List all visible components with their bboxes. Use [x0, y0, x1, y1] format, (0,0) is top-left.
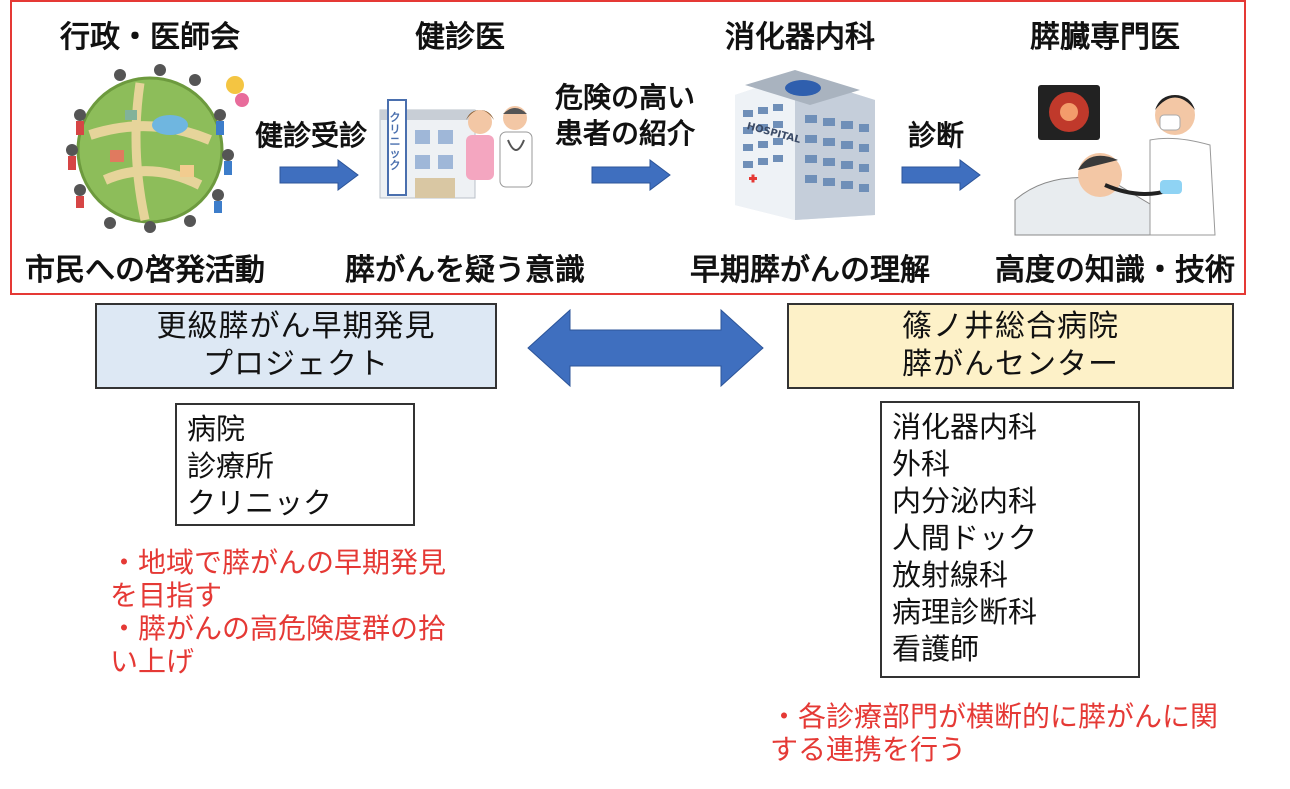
list-item: 内分泌内科 [892, 484, 1038, 518]
list-item: 病理診断科 [892, 595, 1038, 629]
note-line: する連携を行う [770, 733, 967, 766]
center-collaboration-note: ・各診療部門が横断的に膵がんに関 する連携を行う [770, 700, 1280, 766]
arrow-label-diagnosis: 診断 [908, 119, 965, 152]
arrow-label-checkup: 健診受診 [255, 119, 368, 152]
column-title-gastroenterology: 消化器内科 [725, 20, 875, 55]
project-box: 更級膵がん早期発見 プロジェクト [95, 303, 497, 389]
list-item: クリニック [187, 486, 333, 520]
collaboration-flow-panel [10, 0, 1246, 295]
column-title-checkup-doctor: 健診医 [415, 20, 505, 55]
project-goals-note: ・地域で膵がんの早期発見 を目指す ・膵がんの高危険度群の拾 い上げ [110, 546, 510, 678]
caption-early-understanding: 早期膵がんの理解 [690, 253, 930, 288]
double-arrow-icon [527, 308, 764, 388]
project-title-line2: プロジェクト [203, 347, 389, 382]
list-item: 消化器内科 [892, 410, 1038, 444]
arrow-label-referral-line2: 患者の紹介 [555, 117, 696, 150]
pancreas-center-box: 篠ノ井総合病院 膵がんセンター [787, 303, 1234, 389]
list-item: 人間ドック [892, 521, 1038, 555]
center-departments-list: 消化器内科 外科 内分泌内科 人間ドック 放射線科 病理診断科 看護師 [880, 401, 1140, 678]
caption-advanced-skills: 高度の知識・技術 [995, 253, 1235, 288]
center-title-line1: 篠ノ井総合病院 [902, 309, 1119, 344]
right-arrow-icon [901, 159, 981, 191]
note-line: を目指す [110, 579, 223, 612]
arrow-label-referral-line1: 危険の高い [555, 81, 696, 114]
right-arrow-icon [591, 159, 671, 191]
note-line: ・膵がんの高危険度群の拾 [110, 612, 447, 645]
list-item: 外科 [892, 447, 951, 481]
column-title-government: 行政・医師会 [60, 20, 240, 55]
project-members-list: 病院 診療所 クリニック [175, 403, 415, 526]
list-item: 看護師 [892, 632, 980, 666]
clinic-doctors-icon [379, 99, 533, 199]
note-line: い上げ [110, 645, 195, 678]
note-line: ・各診療部門が横断的に膵がんに関 [770, 700, 1219, 733]
center-title-line2: 膵がんセンター [902, 347, 1119, 382]
endoscopy-procedure-icon [1014, 85, 1216, 236]
hospital-building-icon [735, 70, 875, 220]
clinic-sign: クリニック [389, 111, 401, 172]
caption-public-awareness: 市民への啓発活動 [25, 253, 265, 288]
list-item: 診療所 [187, 449, 275, 483]
caption-suspicion-awareness: 膵がんを疑う意識 [345, 253, 585, 288]
globe-people-icon [66, 64, 249, 233]
project-title-line1: 更級膵がん早期発見 [156, 309, 436, 344]
right-arrow-icon [279, 159, 359, 191]
column-title-pancreas-specialist: 膵臓専門医 [1030, 20, 1180, 55]
list-item: 病院 [187, 412, 246, 446]
note-line: ・地域で膵がんの早期発見 [110, 546, 447, 579]
list-item: 放射線科 [892, 558, 1009, 592]
